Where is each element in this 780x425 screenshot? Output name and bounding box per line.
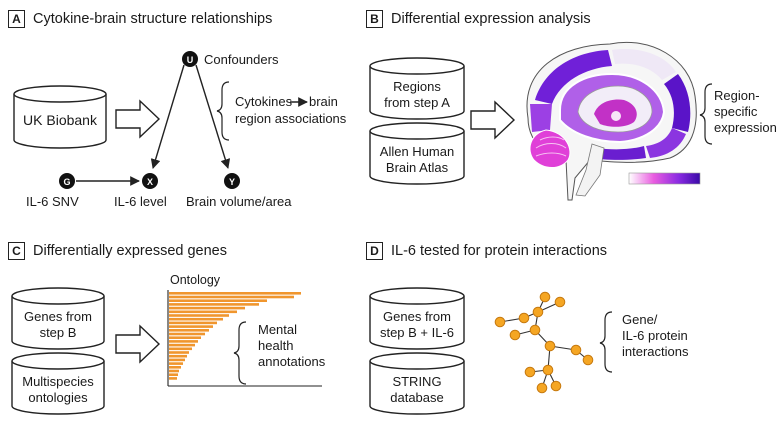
node-g: G: [59, 173, 75, 189]
svg-text:Regions: Regions: [393, 79, 441, 94]
protein-interactions-label-3: interactions: [622, 344, 689, 359]
expression-color-scale: [628, 172, 701, 185]
panel-b-heading: Differential expression analysis: [391, 11, 591, 27]
edge-u-y: [195, 64, 231, 169]
panel-b-letter: B: [366, 10, 383, 28]
panel-b-diagram: Regions from step A Allen Human Brain At…: [369, 41, 777, 201]
flow-arrow-icon: [470, 100, 516, 140]
allen-atlas-database-icon: Allen Human Brain Atlas: [369, 122, 465, 185]
svg-text:step B: step B: [40, 325, 77, 340]
brain-volume-label: Brain volume/area: [186, 194, 292, 209]
ontology-label: Ontology: [170, 273, 221, 287]
ontology-bar: [169, 354, 187, 358]
ontology-bar: [169, 362, 183, 365]
edge-u-x: [150, 64, 185, 169]
mental-health-label-1: Mental: [258, 322, 297, 337]
confounders-label: Confounders: [204, 52, 279, 67]
ontology-bar: [169, 347, 192, 351]
ontology-bar: [169, 329, 209, 332]
flow-arrow-icon: [115, 99, 161, 139]
panel-a-title: A Cytokine-brain structure relationships: [8, 10, 272, 28]
panel-b-title: B Differential expression analysis: [366, 10, 591, 28]
il6-snv-label: IL-6 SNV: [26, 194, 79, 209]
protein-network-icon: [494, 291, 594, 394]
svg-text:Allen Human: Allen Human: [380, 144, 454, 159]
ontology-bar: [169, 306, 245, 310]
svg-text:Brain Atlas: Brain Atlas: [386, 160, 449, 175]
region-specific-label-2: specific: [714, 104, 758, 119]
ontology-bar: [169, 369, 179, 373]
ontology-bar: [169, 303, 259, 306]
assoc-label-part1: Cytokines: [235, 94, 293, 109]
svg-text:X: X: [147, 177, 153, 187]
ontology-bar: [169, 299, 267, 302]
ontology-bar: [169, 292, 301, 295]
svg-text:Multispecies: Multispecies: [22, 374, 94, 389]
flow-arrow-icon: [115, 324, 161, 364]
panel-c-brace: [233, 321, 247, 385]
region-specific-label-1: Region-: [714, 88, 760, 103]
ontology-bar: [169, 373, 178, 376]
svg-text:STRING: STRING: [392, 374, 441, 389]
panel-d-letter: D: [366, 242, 383, 260]
assoc-label-line2: region associations: [235, 111, 347, 126]
panel-a-diagram: UK Biobank U G X Y Confounders IL-6 SNV …: [13, 51, 347, 209]
panel-b-brace: [699, 83, 713, 145]
ontology-bar: [169, 314, 229, 317]
ontology-bar: [169, 317, 223, 321]
string-database-icon: STRING database: [369, 352, 465, 415]
svg-text:step B + IL-6: step B + IL-6: [380, 325, 454, 340]
uk-biobank-label: UK Biobank: [23, 112, 98, 128]
ontology-bar: [169, 295, 294, 299]
panel-d-heading: IL-6 tested for protein interactions: [391, 243, 608, 259]
ontology-bar: [169, 343, 195, 347]
brain-sagittal-icon: [526, 41, 697, 201]
panel-c-diagram: Genes from step B Multispecies ontologie…: [11, 273, 326, 415]
ontology-bar: [169, 336, 201, 339]
uk-biobank-database-icon: UK Biobank: [13, 85, 107, 149]
mental-health-label-3: annotations: [258, 354, 326, 369]
panel-c-title: C Differentially expressed genes: [8, 242, 227, 260]
node-x: X: [142, 173, 158, 189]
ontology-bar: [169, 332, 205, 336]
svg-text:U: U: [187, 55, 194, 65]
il6-level-label: IL-6 level: [114, 194, 167, 209]
panel-a-heading: Cytokine-brain structure relationships: [33, 11, 273, 27]
svg-text:G: G: [63, 177, 70, 187]
ontology-bar: [169, 377, 177, 380]
panel-a-letter: A: [8, 10, 25, 28]
svg-text:Genes from: Genes from: [383, 309, 451, 324]
ontology-bar: [169, 310, 237, 314]
assoc-label-part2: brain: [309, 94, 338, 109]
panel-d-brace: [599, 311, 613, 373]
svg-text:Genes from: Genes from: [24, 309, 92, 324]
panel-c-letter: C: [8, 242, 25, 260]
ontology-bar: [169, 351, 189, 354]
ontology-bar: [169, 321, 217, 325]
panel-a-brace: [216, 81, 230, 141]
ontology-bar: [169, 325, 213, 328]
panel-c-heading: Differentially expressed genes: [33, 243, 227, 259]
svg-text:Y: Y: [229, 177, 235, 187]
ontology-bar: [169, 340, 198, 343]
svg-text:database: database: [390, 390, 444, 405]
svg-text:ontologies: ontologies: [28, 390, 88, 405]
region-specific-label-3: expression: [714, 120, 777, 135]
node-y: Y: [224, 173, 240, 189]
ontologies-database-icon: Multispecies ontologies: [11, 352, 105, 415]
node-u: U: [182, 51, 198, 67]
genes-il6-database-icon: Genes from step B + IL-6: [369, 287, 465, 350]
mental-health-label-2: health: [258, 338, 293, 353]
ontology-bar: [169, 358, 185, 362]
protein-interactions-label-1: Gene/: [622, 312, 658, 327]
ontology-bar-group: [169, 292, 301, 380]
protein-interactions-label-2: IL-6 protein: [622, 328, 688, 343]
genes-step-b-database-icon: Genes from step B: [11, 287, 105, 350]
ontology-bar: [169, 366, 181, 369]
svg-text:from step A: from step A: [384, 95, 450, 110]
panel-d-diagram: Genes from step B + IL-6 STRING database: [369, 287, 689, 415]
regions-database-icon: Regions from step A: [369, 57, 465, 120]
panel-d-title: D IL-6 tested for protein interactions: [366, 242, 607, 260]
